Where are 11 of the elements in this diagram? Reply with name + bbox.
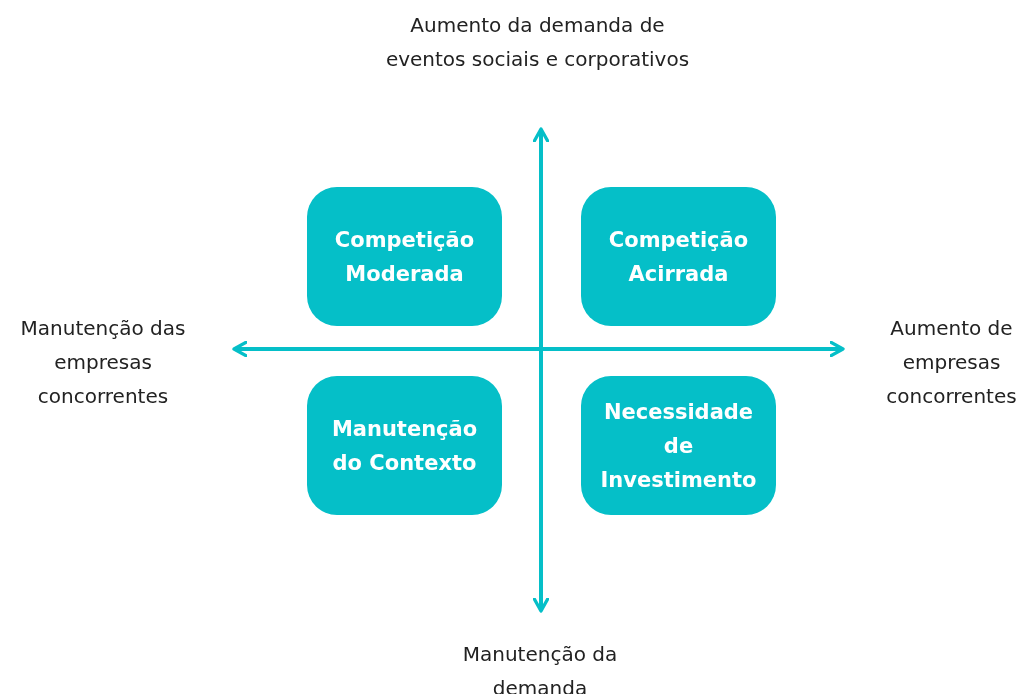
axis-label: Aumento de empresas concorrentes <box>885 315 1018 410</box>
quadrant-label: Competição Moderada <box>333 226 476 288</box>
quadrant-box <box>307 187 502 326</box>
quadrant-box <box>581 376 776 515</box>
quadrant-label: Competição Acirrada <box>607 226 750 288</box>
quadrant-label: Manutenção do Contexto <box>330 415 479 477</box>
quadrant-box <box>307 376 502 515</box>
axis-label: Manutenção das empresas concorrentes <box>19 315 187 410</box>
quadrant-box <box>581 187 776 326</box>
quadrant-label: Necessidade de Investimento <box>599 398 758 494</box>
axis-label: Aumento da demanda de eventos sociais e corporativos <box>384 12 691 73</box>
